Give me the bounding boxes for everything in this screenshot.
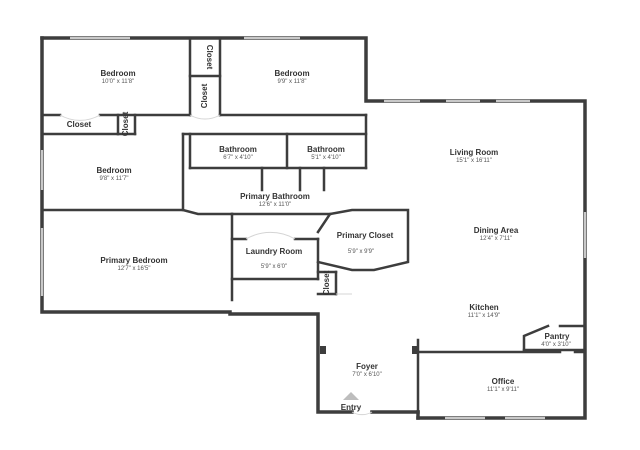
room-bedroom-3: Bedroom 9'8" x 11'7"	[96, 166, 131, 182]
room-dims: 5'9" x 9'9"	[348, 249, 374, 255]
room-closet-5: Closet	[322, 270, 331, 295]
room-office: Office 11'1" x 9'11"	[487, 377, 519, 393]
room-name: Closet	[205, 45, 214, 70]
room-dims: 5'9" x 6'0"	[261, 264, 287, 270]
room-dims: 12'6" x 11'0"	[259, 202, 291, 208]
room-name: Closet	[67, 120, 92, 129]
room-closet-1: Closet	[205, 45, 214, 70]
room-labels: Bedroom 10'0" x 11'8" Closet Closet Bedr…	[67, 45, 571, 393]
room-living-room: Living Room 15'1" x 16'11"	[450, 148, 498, 164]
room-name: Primary Bedroom	[100, 256, 167, 265]
room-name: Bedroom	[96, 166, 131, 175]
room-foyer: Foyer 7'0" x 6'10"	[352, 362, 382, 378]
room-dims: 9'8" x 11'7"	[99, 176, 128, 182]
room-bathroom-2: Bathroom 5'1" x 4'10"	[307, 145, 345, 161]
room-name: Foyer	[356, 362, 378, 371]
room-dims: 12'4" x 7'11"	[480, 236, 512, 242]
room-name: Living Room	[450, 148, 498, 157]
room-primary-closet: Primary Closet 5'9" x 9'9"	[337, 231, 394, 255]
room-kitchen: Kitchen 11'1" x 14'9"	[468, 303, 500, 319]
room-closet-4: Closet	[121, 111, 130, 136]
entry-arrow-icon	[343, 392, 359, 400]
room-name: Bathroom	[219, 145, 257, 154]
room-name: Dining Area	[474, 226, 519, 235]
room-laundry-room: Laundry Room 5'9" x 6'0"	[246, 247, 302, 270]
entry-label: Entry	[341, 403, 362, 412]
room-dims: 11'1" x 9'11"	[487, 387, 519, 393]
room-closet-3: Closet	[67, 120, 92, 129]
entry-marker[interactable]: Entry	[341, 392, 362, 412]
windows	[40, 36, 587, 420]
room-name: Closet	[322, 270, 331, 295]
room-dining-area: Dining Area 12'4" x 7'11"	[474, 226, 519, 242]
room-primary-bedroom: Primary Bedroom 12'7" x 16'5"	[100, 256, 167, 272]
room-dims: 10'0" x 11'8"	[102, 79, 134, 85]
room-closet-2: Closet	[200, 83, 209, 108]
room-dims: 11'1" x 14'9"	[468, 313, 500, 319]
room-name: Closet	[200, 83, 209, 108]
room-bedroom-2: Bedroom 9'9" x 11'8"	[274, 69, 309, 85]
interior-walls	[40, 36, 587, 414]
room-dims: 6'7" x 4'10"	[223, 155, 253, 161]
room-dims: 5'1" x 4'10"	[311, 155, 341, 161]
room-primary-bathroom: Primary Bathroom 12'6" x 11'0"	[240, 192, 310, 208]
room-dims: 4'0" x 3'10"	[541, 342, 571, 348]
room-pantry: Pantry 4'0" x 3'10"	[541, 332, 571, 348]
door-swings	[59, 114, 373, 416]
room-bedroom-1: Bedroom 10'0" x 11'8"	[100, 69, 135, 85]
room-name: Bathroom	[307, 145, 345, 154]
room-dims: 7'0" x 6'10"	[352, 372, 382, 378]
room-bathroom-1: Bathroom 6'7" x 4'10"	[219, 145, 257, 161]
room-name: Laundry Room	[246, 247, 302, 256]
room-name: Bedroom	[274, 69, 309, 78]
room-dims: 12'7" x 16'5"	[118, 266, 151, 272]
room-name: Closet	[121, 111, 130, 136]
room-name: Primary Bathroom	[240, 192, 310, 201]
room-dims: 9'9" x 11'8"	[277, 79, 306, 85]
room-name: Primary Closet	[337, 231, 394, 240]
room-name: Bedroom	[100, 69, 135, 78]
room-name: Office	[492, 377, 515, 386]
room-name: Kitchen	[469, 303, 498, 312]
room-dims: 15'1" x 16'11"	[456, 158, 492, 164]
room-name: Pantry	[545, 332, 570, 341]
